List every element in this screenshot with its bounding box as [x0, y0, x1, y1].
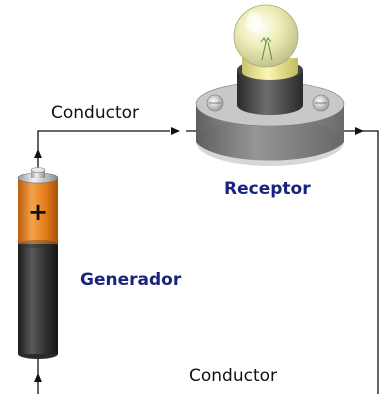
battery-plus-sign: + — [28, 198, 48, 226]
generador-label: Generador — [80, 270, 182, 290]
conductor-bottom-label: Conductor — [189, 366, 278, 386]
battery-icon: + — [17, 167, 59, 359]
arrow-up-top — [34, 149, 42, 158]
arrow-right-top — [171, 127, 180, 135]
wire-right — [339, 125, 379, 394]
current-arrows — [34, 127, 364, 382]
arrow-up-bottom — [34, 373, 42, 382]
light-bulb-icon — [195, 4, 345, 166]
conductor-top-label: Conductor — [51, 103, 140, 123]
receptor-label: Receptor — [224, 179, 311, 199]
arrow-right-receiver — [355, 127, 364, 135]
